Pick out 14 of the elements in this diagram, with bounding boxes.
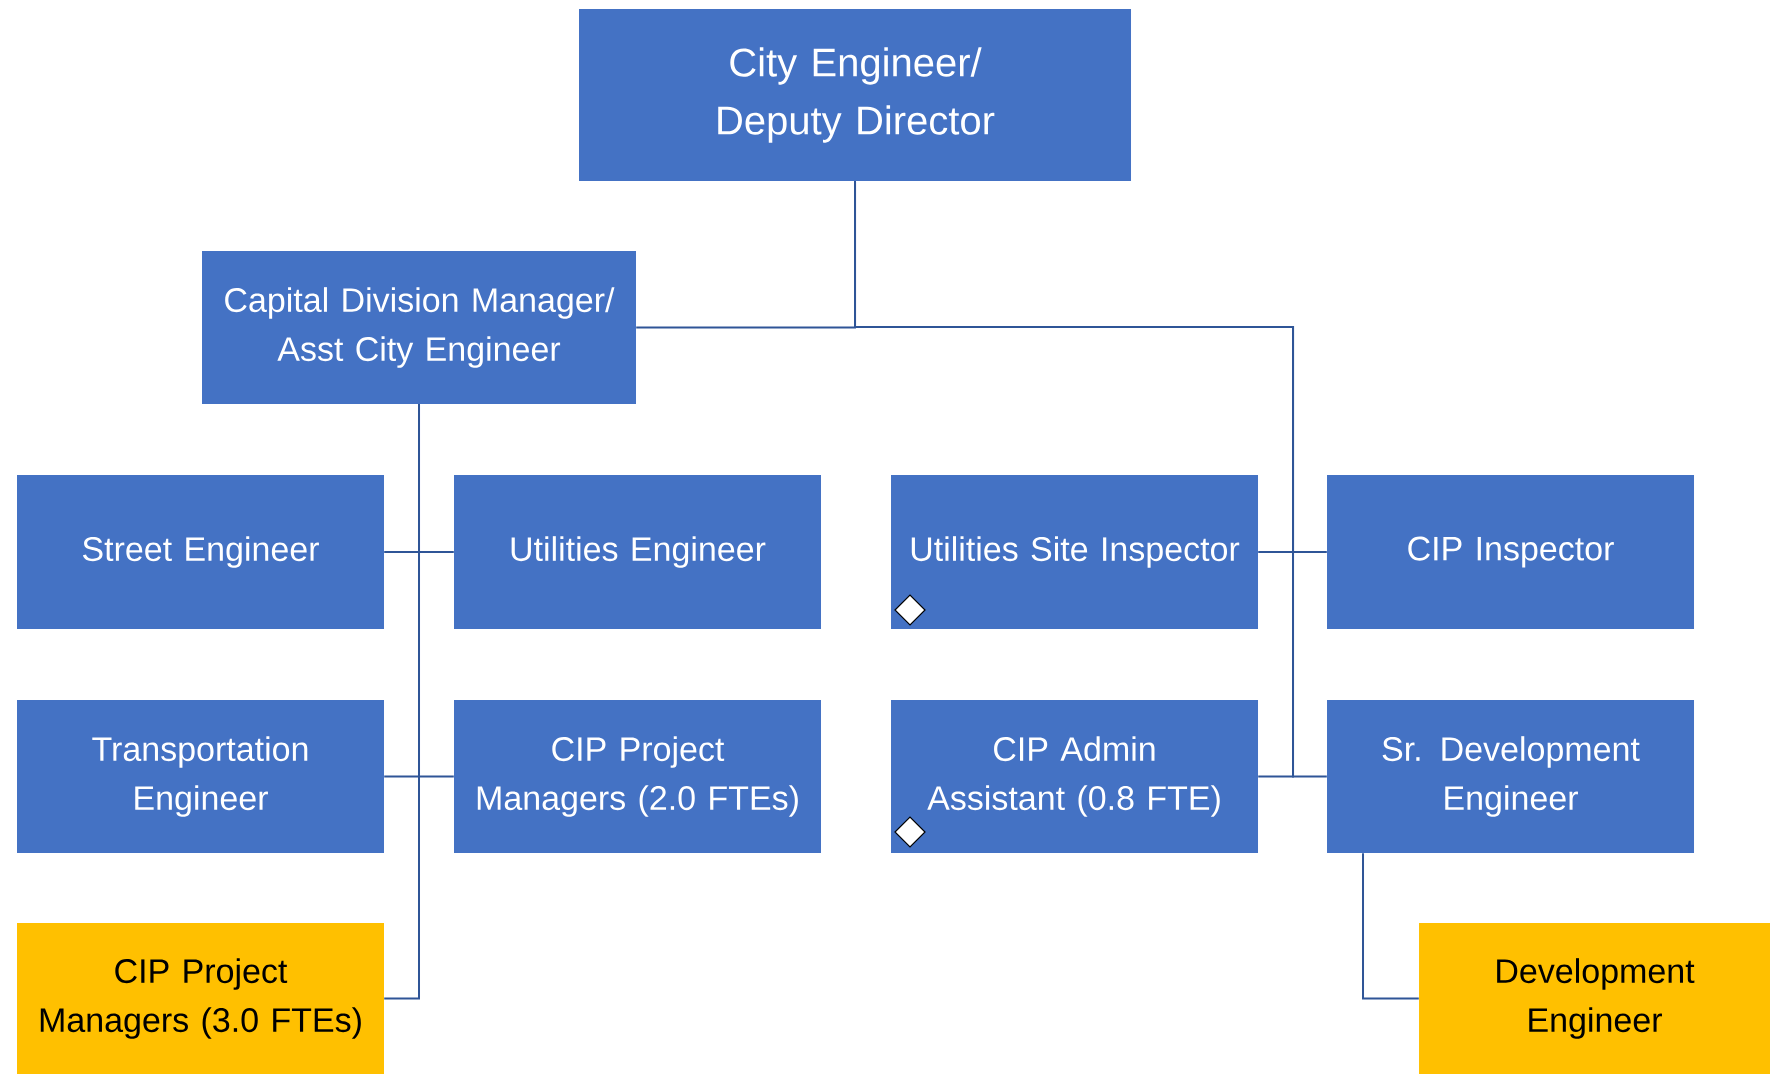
new-position-box: CIP Project Managers (3.0 FTEs) <box>17 923 384 1074</box>
position-box: Capital Division Manager/ Asst City Engineer <box>202 251 636 404</box>
connector-line <box>383 403 420 1000</box>
position-box: Transportation Engineer <box>17 700 384 853</box>
position-box: Utilities Engineer <box>454 475 821 629</box>
position-box: Utilities Site Inspector <box>891 475 1258 629</box>
new-position-box: Development Engineer <box>1419 923 1770 1074</box>
position-box: CIP Admin Assistant (0.8 FTE) <box>891 700 1258 853</box>
position-box: City Engineer/ Deputy Director <box>579 9 1131 181</box>
position-box: Street Engineer <box>17 475 384 629</box>
position-box: Sr. Development Engineer <box>1327 700 1694 853</box>
connector-line <box>1362 852 1420 1000</box>
position-box: CIP Inspector <box>1327 475 1694 629</box>
position-box: CIP Project Managers (2.0 FTEs) <box>454 700 821 853</box>
